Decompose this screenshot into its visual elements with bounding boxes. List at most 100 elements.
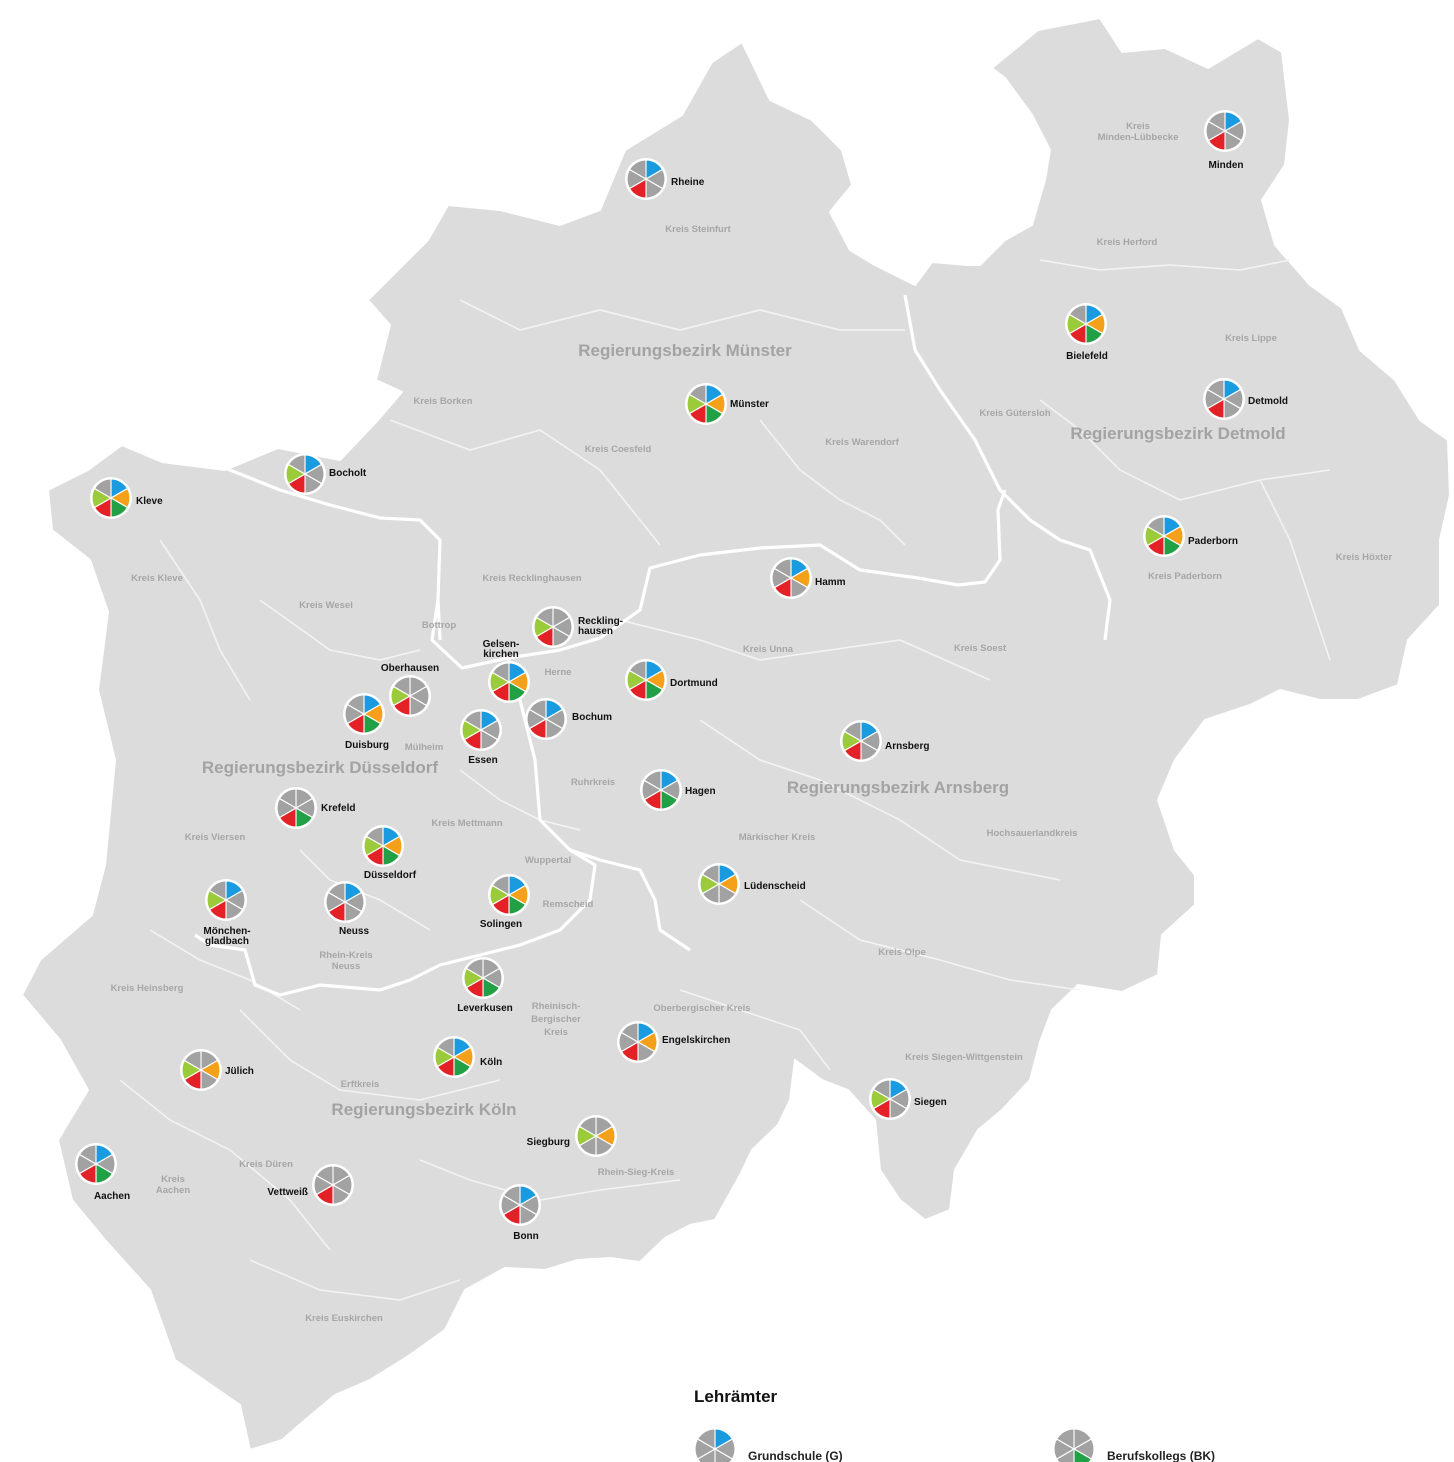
pie-aachen-segment-berufskolleg bbox=[78, 1144, 97, 1165]
city-marker-gelsenkirchen[interactable]: Gelsen-kirchen bbox=[483, 639, 530, 703]
city-marker-arnsberg[interactable]: Arnsberg bbox=[840, 720, 929, 762]
city-marker-krefeld[interactable]: Krefeld bbox=[275, 787, 355, 829]
city-marker-siegburg[interactable]: Siegburg bbox=[527, 1115, 617, 1157]
city-marker-dortmund[interactable]: Dortmund bbox=[625, 659, 718, 701]
city-marker-bielefeld[interactable]: Bielefeld bbox=[1065, 303, 1108, 362]
city-label-duesseldorf: Düsseldorf bbox=[364, 870, 417, 881]
pie-bochum-segment-berufskolleg bbox=[528, 699, 547, 720]
region-labels: Regierungsbezirk MünsterRegierungsbezirk… bbox=[202, 341, 1286, 1119]
city-label-solingen: Solingen bbox=[480, 919, 522, 930]
city-marker-paderborn[interactable]: Paderborn bbox=[1143, 515, 1238, 557]
city-label-koeln: Köln bbox=[480, 1057, 502, 1068]
pie-gelsenkirchen-segment-berufskolleg bbox=[491, 662, 510, 683]
district-boundaries bbox=[119, 259, 1331, 1301]
city-marker-aachen[interactable]: Aachen bbox=[75, 1143, 130, 1202]
pie-detmold-segment-berufskolleg bbox=[1206, 379, 1225, 400]
district-label: Minden-Lübbecke bbox=[1098, 132, 1179, 143]
district-label: Kreis Paderborn bbox=[1148, 571, 1222, 582]
city-label-paderborn: Paderborn bbox=[1188, 536, 1238, 547]
city-label-vettweiss: Vettweiß bbox=[267, 1187, 308, 1198]
district-label: Märkischer Kreis bbox=[739, 832, 816, 843]
city-marker-essen[interactable]: Essen bbox=[460, 709, 502, 766]
pie-juelich-segment-berufskolleg bbox=[183, 1050, 202, 1071]
city-markers: MindenRheineBielefeldDetmoldMünsterBocho… bbox=[75, 110, 1288, 1242]
pie-koeln-segment-berufskolleg bbox=[436, 1037, 455, 1058]
legend-item-berufskollegs-bk: Berufskollegs (BK) bbox=[1053, 1428, 1215, 1462]
district-label: Mülheim bbox=[405, 742, 444, 753]
city-label-krefeld: Krefeld bbox=[321, 803, 355, 814]
city-marker-juelich[interactable]: Jülich bbox=[180, 1049, 254, 1091]
city-marker-neuss[interactable]: Neuss bbox=[324, 881, 369, 937]
state-landmass bbox=[21, 17, 1451, 1451]
region-label-regierungsbezirk-detmold: Regierungsbezirk Detmold bbox=[1070, 424, 1285, 443]
city-label-muenster: Münster bbox=[730, 399, 769, 410]
city-marker-minden[interactable]: Minden bbox=[1204, 110, 1246, 171]
city-marker-moenchengladbach[interactable]: Mönchen-gladbach bbox=[203, 879, 251, 947]
district-label: Kreis Siegen-Wittgenstein bbox=[905, 1052, 1023, 1063]
pie-kleve-segment-berufskolleg bbox=[93, 478, 112, 499]
city-label-bochum: Bochum bbox=[572, 712, 612, 723]
city-label-gelsenkirchen: Gelsen- bbox=[483, 639, 520, 650]
district-label: Hochsauerlandkreis bbox=[987, 828, 1078, 839]
city-marker-luedenscheid[interactable]: Lüdenscheid bbox=[698, 863, 806, 905]
regierungsbezirk-borders bbox=[194, 294, 1112, 997]
region-label-regierungsbezirk-muenster: Regierungsbezirk Münster bbox=[578, 341, 792, 360]
district-label: Kreis Viersen bbox=[185, 832, 246, 843]
city-label-essen: Essen bbox=[468, 755, 497, 766]
city-marker-engelskirchen[interactable]: Engelskirchen bbox=[617, 1021, 730, 1063]
district-label: Kreis bbox=[1126, 121, 1150, 132]
city-label-engelskirchen: Engelskirchen bbox=[662, 1035, 730, 1046]
city-label-dortmund: Dortmund bbox=[670, 678, 718, 689]
district-label: Rhein-Kreis bbox=[319, 950, 372, 961]
pie-krefeld-segment-berufskolleg bbox=[278, 788, 297, 809]
city-marker-bonn[interactable]: Bonn bbox=[499, 1184, 541, 1242]
district-label: Kreis Gütersloh bbox=[979, 408, 1050, 419]
district-label: Kreis Borken bbox=[413, 396, 472, 407]
city-marker-detmold[interactable]: Detmold bbox=[1203, 378, 1288, 420]
district-label: Bottrop bbox=[422, 620, 456, 631]
city-label-recklinghausen: hausen bbox=[578, 626, 613, 637]
district-label: Kreis bbox=[161, 1174, 185, 1185]
district-label: Kreis bbox=[544, 1027, 568, 1038]
city-marker-rheine[interactable]: Rheine bbox=[625, 158, 705, 200]
region-label-regierungsbezirk-koeln: Regierungsbezirk Köln bbox=[331, 1100, 516, 1119]
pie-solingen-segment-berufskolleg bbox=[491, 875, 510, 896]
district-label: Kreis Kleve bbox=[131, 573, 183, 584]
district-label: Kreis Höxter bbox=[1336, 552, 1393, 563]
district-label: Remscheid bbox=[543, 899, 594, 910]
city-marker-oberhausen[interactable]: Oberhausen bbox=[381, 663, 439, 717]
city-marker-duisburg[interactable]: Duisburg bbox=[343, 693, 389, 751]
city-label-leverkusen: Leverkusen bbox=[457, 1003, 513, 1014]
district-label: Rheinisch- bbox=[532, 1001, 581, 1012]
district-label: Kreis Düren bbox=[239, 1159, 293, 1170]
city-marker-bocholt[interactable]: Bocholt bbox=[284, 453, 367, 495]
district-label: Kreis Steinfurt bbox=[665, 224, 731, 235]
district-label: Kreis Recklinghausen bbox=[482, 573, 581, 584]
city-marker-kleve[interactable]: Kleve bbox=[90, 477, 163, 519]
city-label-juelich: Jülich bbox=[225, 1066, 254, 1077]
city-label-bonn: Bonn bbox=[513, 1231, 539, 1242]
city-marker-koeln[interactable]: Köln bbox=[433, 1036, 502, 1078]
city-marker-siegen[interactable]: Siegen bbox=[869, 1078, 947, 1120]
city-label-arnsberg: Arnsberg bbox=[885, 741, 929, 752]
city-marker-recklinghausen[interactable]: Reckling-hausen bbox=[532, 606, 623, 648]
city-label-recklinghausen: Reckling- bbox=[578, 616, 623, 627]
pie-duesseldorf-segment-berufskolleg bbox=[365, 826, 384, 847]
district-label: Kreis Lippe bbox=[1225, 333, 1277, 344]
district-label: Bergischer bbox=[531, 1014, 581, 1025]
city-marker-muenster[interactable]: Münster bbox=[685, 383, 769, 425]
city-marker-leverkusen[interactable]: Leverkusen bbox=[457, 957, 513, 1014]
legend-pie-berufskollegs-bk-segment-berufskolleg bbox=[1055, 1428, 1075, 1450]
pie-muenster-segment-berufskolleg bbox=[688, 384, 707, 405]
city-marker-vettweiss[interactable]: Vettweiß bbox=[267, 1164, 354, 1206]
city-marker-hamm[interactable]: Hamm bbox=[770, 557, 846, 599]
city-marker-solingen[interactable]: Solingen bbox=[480, 874, 530, 930]
city-marker-duesseldorf[interactable]: Düsseldorf bbox=[362, 825, 417, 881]
city-label-moenchengladbach: gladbach bbox=[205, 936, 249, 947]
district-label: Erftkreis bbox=[341, 1079, 380, 1090]
pie-bonn-segment-berufskolleg bbox=[502, 1185, 521, 1206]
city-marker-bochum[interactable]: Bochum bbox=[525, 698, 612, 740]
pie-vettweiss-segment-berufskolleg bbox=[315, 1165, 334, 1186]
city-marker-hagen[interactable]: Hagen bbox=[640, 769, 716, 811]
